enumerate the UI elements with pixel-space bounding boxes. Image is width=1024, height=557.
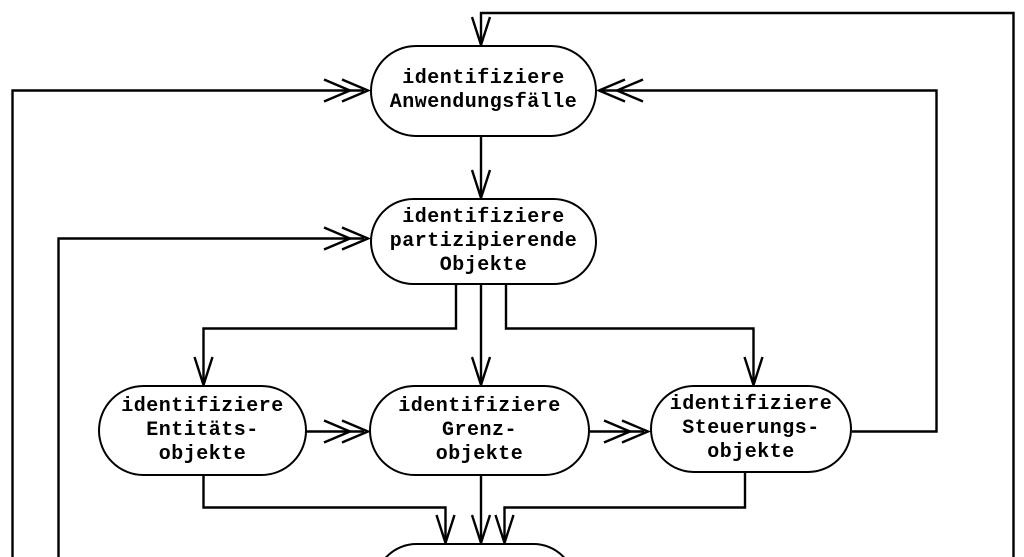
edge-anwendungsfaelle-to-partizipierende [470, 137, 492, 202]
edge-grenzobjekte-to-steuerungsobjekte [590, 419, 652, 444]
edge-offscreen-to-anwendungsfaelle-left-loop [11, 78, 372, 557]
node-partizipierende-objekte-label: identifiziere partizipierende Objekte [389, 205, 578, 277]
node-grenzobjekte-label: identifiziere Grenz- objekte [398, 394, 561, 466]
edge-steuerungsobjekte-to-bottom [494, 473, 747, 547]
node-steuerungsobjekte-label: identifiziere Steuerungs- objekte [669, 393, 833, 464]
edge-steuerungsobjekte-to-anwendungsfaelle [595, 78, 938, 433]
edge-partizipierende-to-grenzobjekte [470, 285, 492, 389]
edge-partizipierende-to-steuerungsobjekte [504, 285, 764, 389]
edge-grenzobjekte-to-bottom [470, 476, 492, 547]
node-bottom-partial [374, 543, 576, 557]
node-partizipierende-objekte: identifiziere partizipierende Objekte [370, 198, 597, 285]
node-grenzobjekte: identifiziere Grenz- objekte [369, 385, 590, 476]
edge-entitaetsobjekte-to-bottom [202, 476, 456, 547]
node-entitaetsobjekte: identifiziere Entitäts- objekte [98, 385, 307, 476]
edge-partizipierende-to-entitaetsobjekte [193, 285, 458, 389]
node-anwendungsfaelle: identifiziere Anwendungsfälle [370, 45, 597, 137]
node-steuerungsobjekte: identifiziere Steuerungs- objekte [650, 385, 852, 473]
node-entitaetsobjekte-label: identifiziere Entitäts- objekte [121, 394, 284, 466]
node-anwendungsfaelle-label: identifiziere Anwendungsfälle [389, 67, 578, 114]
edge-entitaetsobjekte-to-grenzobjekte [305, 419, 372, 444]
edge-offscreen-to-partizipierende [57, 226, 372, 557]
